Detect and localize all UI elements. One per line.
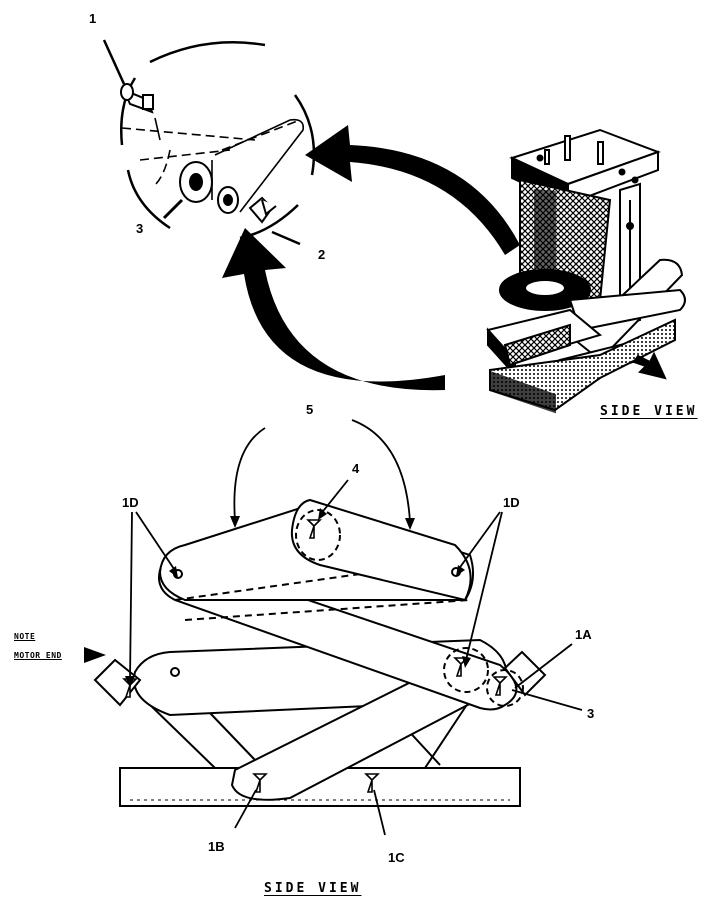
curved-arrow-lower (222, 228, 445, 391)
callout-4: 4 (352, 461, 360, 476)
callout-3-top: 3 (136, 221, 144, 236)
clip-part (248, 196, 301, 246)
detail-circle-arc-bottomleft (126, 169, 171, 230)
callout-arrowheads (84, 508, 471, 688)
callout-3-bottom: 3 (587, 706, 595, 721)
wing-nut-markers (122, 519, 508, 793)
callout-1c: 1C (388, 850, 405, 865)
callout-5: 5 (306, 402, 314, 417)
washer-part (162, 161, 239, 220)
callout-2: 2 (318, 247, 326, 262)
detail-circle-arc-right (293, 94, 316, 176)
callout-1d-right: 1D (503, 495, 520, 510)
motor-end-label: MOTOR END (14, 651, 62, 660)
callout-1b: 1B (208, 839, 225, 854)
callout-leaders (129, 419, 583, 836)
detail-view (120, 41, 316, 240)
detail-circle-arc-top (149, 41, 266, 64)
mechanism-drawing (486, 128, 686, 414)
scissor-side-view (93, 498, 547, 807)
detail-circle-arc-left (120, 77, 137, 146)
side-view-caption-bottom: SIDE VIEW (264, 881, 362, 896)
callout-1: 1 (89, 11, 97, 26)
note-label: NOTE (14, 632, 36, 641)
pin-part (102, 39, 154, 114)
callout-1a: 1A (575, 627, 592, 642)
callout-1d-left: 1D (122, 495, 139, 510)
curved-arrow-upper (305, 125, 520, 255)
side-view-caption-top: SIDE VIEW (600, 404, 698, 419)
